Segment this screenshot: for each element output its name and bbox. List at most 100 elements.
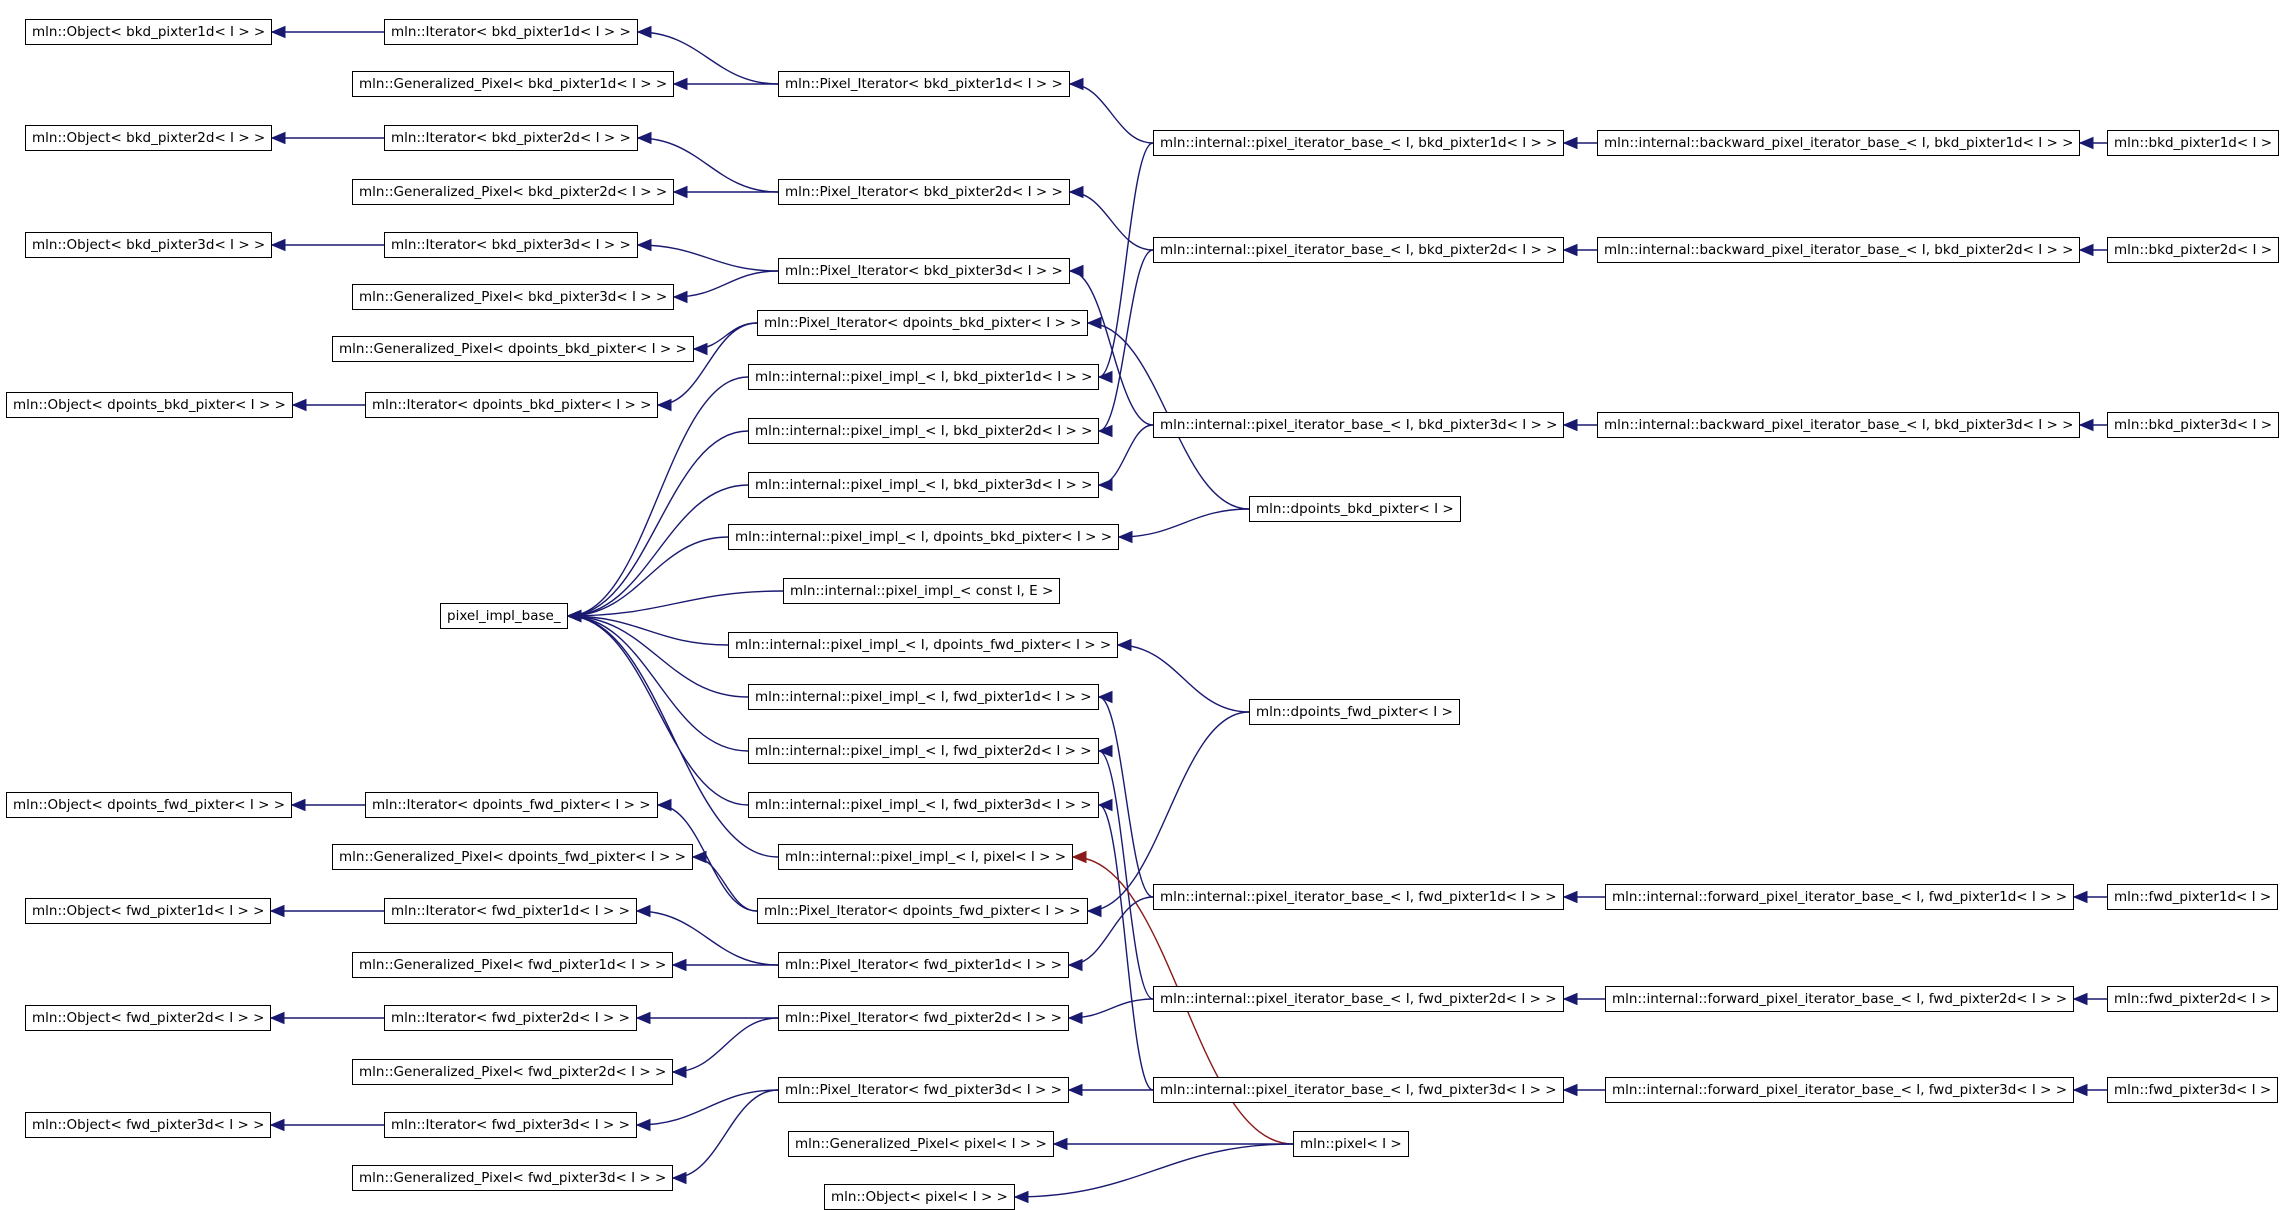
class-node-it-fwd1d[interactable]: mln::Iterator< fwd_pixter1d< I > >	[384, 898, 637, 924]
arrowhead-41	[290, 798, 306, 812]
class-node-pi-fwd2d[interactable]: mln::Pixel_Iterator< fwd_pixter2d< I > >	[778, 1005, 1069, 1031]
class-node-fwd1d[interactable]: mln::fwd_pixter1d< I >	[2107, 884, 2279, 910]
class-node-pib-fwd1d[interactable]: mln::internal::pixel_iterator_base_< I, …	[1153, 884, 1564, 910]
class-node-it-bkd1d[interactable]: mln::Iterator< bkd_pixter1d< I > >	[384, 19, 638, 45]
class-node-it-dbkd[interactable]: mln::Iterator< dpoints_bkd_pixter< I > >	[365, 392, 659, 418]
class-node-o-dfwd[interactable]: mln::Object< dpoints_fwd_pixter< I > >	[6, 792, 293, 818]
edge-pi-bkd3d-to-gp-bkd3d	[673, 270, 779, 298]
class-node-pi-bkd3d[interactable]: mln::Pixel_Iterator< bkd_pixter3d< I > >	[778, 258, 1070, 284]
edge-pi-fwd3d-to-it-fwd3d	[636, 1089, 779, 1126]
class-node-pi-dbkd[interactable]: mln::Pixel_Iterator< dpoints_bkd_pixter<…	[757, 310, 1089, 336]
arrowhead-59	[671, 1171, 687, 1185]
class-node-it-dfwd[interactable]: mln::Iterator< dpoints_fwd_pixter< I > >	[365, 792, 658, 818]
class-node-bpib-bkd3d[interactable]: mln::internal::backward_pixel_iterator_b…	[1597, 412, 2081, 438]
class-node-pib-bkd3d[interactable]: mln::internal::pixel_iterator_base_< I, …	[1153, 412, 1565, 438]
class-node-bkd1d[interactable]: mln::bkd_pixter1d< I >	[2107, 130, 2280, 156]
class-node-o-dbkd[interactable]: mln::Object< dpoints_bkd_pixter< I > >	[6, 392, 293, 418]
class-node-impl-bkd3d[interactable]: mln::internal::pixel_impl_< I, bkd_pixte…	[748, 472, 1100, 498]
class-node-dfwd[interactable]: mln::dpoints_fwd_pixter< I >	[1249, 699, 1460, 725]
class-node-gp-dfwd[interactable]: mln::Generalized_Pixel< dpoints_fwd_pixt…	[332, 844, 693, 870]
arrowhead-48	[1067, 958, 1083, 972]
class-node-pi-dfwd[interactable]: mln::Pixel_Iterator< dpoints_fwd_pixter<…	[757, 898, 1088, 924]
arrowhead-23	[1097, 424, 1113, 438]
arrowhead-55	[1562, 992, 1578, 1006]
class-node-impl-fwd3d[interactable]: mln::internal::pixel_impl_< I, fwd_pixte…	[748, 792, 1099, 818]
class-node-pi-fwd3d[interactable]: mln::Pixel_Iterator< fwd_pixter3d< I > >	[778, 1077, 1069, 1103]
class-node-o-fwd2d[interactable]: mln::Object< fwd_pixter2d< I > >	[25, 1005, 272, 1031]
class-node-o-bkd2d[interactable]: mln::Object< bkd_pixter2d< I > >	[25, 125, 273, 151]
arrowhead-13	[636, 238, 652, 252]
class-node-pixel[interactable]: mln::pixel< I >	[1293, 1131, 1409, 1157]
arrowhead-58	[635, 1118, 651, 1132]
class-node-pi-fwd1d[interactable]: mln::Pixel_Iterator< fwd_pixter1d< I > >	[778, 952, 1069, 978]
class-node-gp-bkd3d[interactable]: mln::Generalized_Pixel< bkd_pixter3d< I …	[352, 284, 675, 310]
class-node-pi-bkd2d[interactable]: mln::Pixel_Iterator< bkd_pixter2d< I > >	[778, 179, 1070, 205]
class-node-pib-fwd2d[interactable]: mln::internal::pixel_iterator_base_< I, …	[1153, 986, 1564, 1012]
class-node-impl-dfwd[interactable]: mln::internal::pixel_impl_< I, dpoints_f…	[728, 632, 1119, 658]
class-node-fwd3d[interactable]: mln::fwd_pixter3d< I >	[2107, 1077, 2279, 1103]
arrowhead-2	[672, 77, 688, 91]
class-node-bkd3d[interactable]: mln::bkd_pixter3d< I >	[2107, 412, 2280, 438]
arrowhead-6	[270, 131, 286, 145]
class-node-o-pixel[interactable]: mln::Object< pixel< I > >	[824, 1184, 1015, 1210]
class-node-it-bkd3d[interactable]: mln::Iterator< bkd_pixter3d< I > >	[384, 232, 638, 258]
class-node-pib-bkd2d[interactable]: mln::internal::pixel_iterator_base_< I, …	[1153, 237, 1565, 263]
class-node-fpib-fwd1d[interactable]: mln::internal::forward_pixel_iterator_ba…	[1605, 884, 2075, 910]
class-node-o-fwd3d[interactable]: mln::Object< fwd_pixter3d< I > >	[25, 1112, 272, 1138]
class-node-base[interactable]: pixel_impl_base_	[440, 603, 568, 629]
class-node-pib-fwd3d[interactable]: mln::internal::pixel_iterator_base_< I, …	[1153, 1077, 1564, 1103]
class-node-gp-dbkd[interactable]: mln::Generalized_Pixel< dpoints_bkd_pixt…	[332, 336, 694, 362]
class-node-bpib-bkd1d[interactable]: mln::internal::backward_pixel_iterator_b…	[1597, 130, 2081, 156]
class-node-it-fwd2d[interactable]: mln::Iterator< fwd_pixter2d< I > >	[384, 1005, 637, 1031]
class-node-gp-fwd3d[interactable]: mln::Generalized_Pixel< fwd_pixter3d< I …	[352, 1165, 674, 1191]
arrowhead-35	[566, 609, 582, 623]
class-node-bpib-bkd2d[interactable]: mln::internal::backward_pixel_iterator_b…	[1597, 237, 2081, 263]
arrowhead-4	[1562, 136, 1578, 150]
class-node-impl-bkd1d[interactable]: mln::internal::pixel_impl_< I, bkd_pixte…	[748, 364, 1100, 390]
class-node-fpib-fwd2d[interactable]: mln::internal::forward_pixel_iterator_ba…	[1605, 986, 2075, 1012]
class-node-fpib-fwd3d[interactable]: mln::internal::forward_pixel_iterator_ba…	[1605, 1077, 2075, 1103]
arrowhead-39	[1097, 798, 1113, 812]
class-node-o-fwd1d[interactable]: mln::Object< fwd_pixter1d< I > >	[25, 898, 272, 924]
arrowhead-63	[1052, 1137, 1068, 1151]
arrowhead-10	[1562, 243, 1578, 257]
edge-pi-bkd2d-to-it-bkd2d	[637, 137, 779, 193]
arrowhead-56	[2072, 992, 2088, 1006]
edge-pi-fwd3d-to-gp-fwd3d	[672, 1089, 779, 1179]
edge-impl-fwd3d-to-base	[567, 615, 749, 806]
class-node-impl-fwd1d[interactable]: mln::internal::pixel_impl_< I, fwd_pixte…	[748, 684, 1099, 710]
arrowhead-64	[1013, 1190, 1029, 1204]
class-node-dbkd[interactable]: mln::dpoints_bkd_pixter< I >	[1249, 496, 1461, 522]
arrowhead-38	[1097, 744, 1113, 758]
edge-pib-fwd3d-to-impl-fwd3d	[1098, 804, 1154, 1091]
class-node-gp-fwd2d[interactable]: mln::Generalized_Pixel< fwd_pixter2d< I …	[352, 1059, 674, 1085]
class-node-pib-bkd1d[interactable]: mln::internal::pixel_iterator_base_< I, …	[1153, 130, 1565, 156]
arrowhead-14	[672, 290, 688, 304]
class-node-gp-fwd1d[interactable]: mln::Generalized_Pixel< fwd_pixter1d< I …	[352, 952, 674, 978]
edge-dfwd-to-impl-dfwd	[1117, 644, 1250, 713]
class-node-impl-dbkd[interactable]: mln::internal::pixel_impl_< I, dpoints_b…	[728, 524, 1120, 550]
arrowhead-45	[269, 904, 285, 918]
edge-impl-pixel-to-base	[567, 615, 779, 858]
class-node-fwd2d[interactable]: mln::fwd_pixter2d< I >	[2107, 986, 2279, 1012]
class-node-bkd2d[interactable]: mln::bkd_pixter2d< I >	[2107, 237, 2280, 263]
class-node-impl-fwd2d[interactable]: mln::internal::pixel_impl_< I, fwd_pixte…	[748, 738, 1099, 764]
class-node-gp-bkd1d[interactable]: mln::Generalized_Pixel< bkd_pixter1d< I …	[352, 71, 675, 97]
edge-impl-bkd3d-to-base	[567, 484, 749, 617]
class-node-o-bkd3d[interactable]: mln::Object< bkd_pixter3d< I > >	[25, 232, 273, 258]
edge-impl-bkd2d-to-base	[567, 430, 749, 617]
class-node-impl-constIE[interactable]: mln::internal::pixel_impl_< const I, E >	[783, 578, 1061, 604]
arrowhead-22	[1097, 370, 1113, 384]
edge-pixel-to-o-pixel	[1014, 1143, 1294, 1198]
class-node-pi-bkd1d[interactable]: mln::Pixel_Iterator< bkd_pixter1d< I > >	[778, 71, 1070, 97]
arrowhead-3	[1068, 77, 1084, 91]
class-node-o-bkd1d[interactable]: mln::Object< bkd_pixter1d< I > >	[25, 19, 273, 45]
class-node-impl-pixel[interactable]: mln::internal::pixel_impl_< I, pixel< I …	[778, 844, 1074, 870]
arrowhead-60	[1067, 1083, 1083, 1097]
class-node-impl-bkd2d[interactable]: mln::internal::pixel_impl_< I, bkd_pixte…	[748, 418, 1100, 444]
arrowhead-17	[2078, 418, 2094, 432]
class-node-it-fwd3d[interactable]: mln::Iterator< fwd_pixter3d< I > >	[384, 1112, 637, 1138]
class-node-it-bkd2d[interactable]: mln::Iterator< bkd_pixter2d< I > >	[384, 125, 638, 151]
class-node-gp-pixel[interactable]: mln::Generalized_Pixel< pixel< I > >	[788, 1131, 1054, 1157]
class-node-gp-bkd2d[interactable]: mln::Generalized_Pixel< bkd_pixter2d< I …	[352, 179, 675, 205]
